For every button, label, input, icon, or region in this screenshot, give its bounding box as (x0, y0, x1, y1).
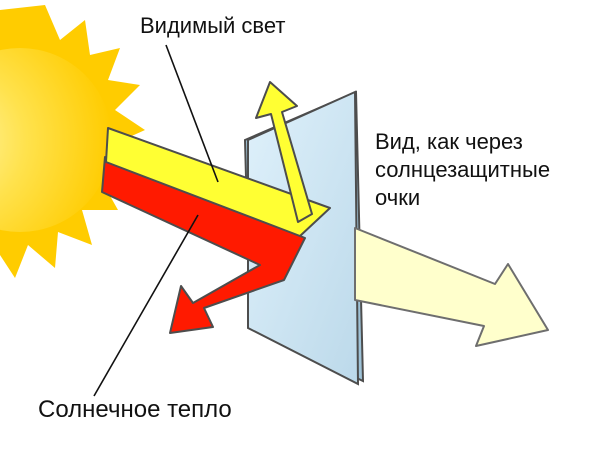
visible-light-leader (165, 44, 219, 183)
solar-heat-leader (93, 214, 199, 397)
sun-icon (0, 5, 145, 278)
sun-disc (0, 48, 112, 232)
view-label: Вид, как через солнцезащитные очки (375, 128, 550, 212)
solar-heat-label: Солнечное тепло (38, 396, 232, 423)
solar-heat-arrow (101, 156, 306, 334)
reflected-light-arrow (255, 81, 313, 223)
view-label-line2: солнцезащитные (375, 157, 551, 182)
view-label-line3: очки (375, 185, 421, 210)
visible-light-label: Видимый свет (140, 13, 286, 38)
view-label-line1: Вид, как через (375, 129, 523, 154)
transmitted-light-arrow (354, 227, 549, 347)
